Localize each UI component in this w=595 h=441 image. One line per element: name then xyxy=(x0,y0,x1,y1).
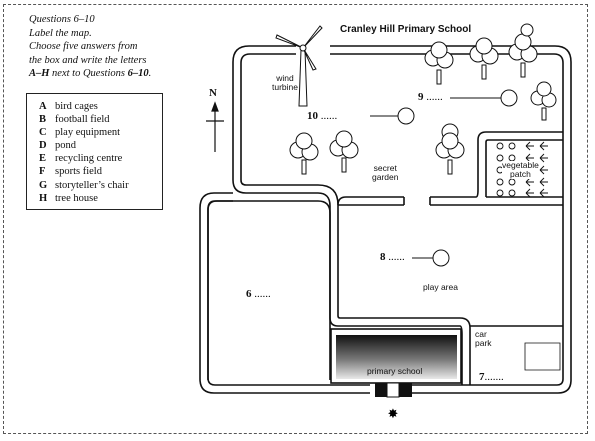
play-area-label: play area xyxy=(423,282,458,292)
option-letter: B xyxy=(39,114,47,126)
option-text: bird cages xyxy=(55,101,98,112)
label-line: wind xyxy=(276,73,294,83)
instructions-line: Choose five answers from xyxy=(29,41,138,52)
letters-range: A–H xyxy=(29,68,50,79)
wind-turbine-icon xyxy=(275,25,323,107)
tree-icon xyxy=(329,130,359,173)
label-line: garden xyxy=(372,172,399,182)
option-text: sports field xyxy=(55,166,102,178)
tree-icon xyxy=(424,41,454,85)
label-line: patch xyxy=(510,169,531,179)
trees xyxy=(289,23,557,175)
questions-range: 6–10 xyxy=(127,68,149,79)
compass xyxy=(206,101,224,152)
option-text: football field xyxy=(55,114,110,126)
answer-blank: ...... xyxy=(251,288,271,300)
instructions-heading: Questions 6–10 xyxy=(29,14,95,25)
option-text: play equipment xyxy=(55,127,121,139)
tree-icon xyxy=(508,23,538,78)
question-8-label: 8 ...... xyxy=(380,251,405,263)
option-letter: D xyxy=(39,140,47,152)
tree-icon xyxy=(289,132,319,175)
wind-turbine-label: wind turbine xyxy=(272,74,298,92)
car-park-label: car park xyxy=(475,330,492,348)
option-letter: G xyxy=(39,179,48,191)
primary-school-label: primary school xyxy=(367,366,423,376)
secret-garden-label: secret garden xyxy=(372,164,398,182)
tree-icon xyxy=(469,37,499,80)
question-9-label: 9 ...... xyxy=(418,91,443,103)
answer-blank: ...... xyxy=(423,91,443,103)
option-letter: F xyxy=(39,166,46,178)
entrance-star-icon: ✸ xyxy=(388,407,399,422)
label-line: park xyxy=(475,338,492,348)
option-text: pond xyxy=(55,140,76,152)
question-10-label: 10 ...... xyxy=(307,110,337,122)
option-letter: C xyxy=(39,127,47,139)
label-line: secret xyxy=(373,163,397,173)
question-7-label: 7....... xyxy=(479,371,504,383)
question-number: 8 xyxy=(380,251,386,263)
marker-10 xyxy=(397,107,415,125)
option-text: tree house xyxy=(55,192,98,204)
question-number: 7 xyxy=(479,371,485,383)
option-letter: A xyxy=(39,101,47,112)
question-number: 6 xyxy=(246,288,252,300)
tree-icon xyxy=(435,123,465,175)
answer-blank: ....... xyxy=(484,371,504,383)
marker-8 xyxy=(432,249,450,267)
instructions-text: next to Questions xyxy=(49,68,128,79)
label-line: turbine xyxy=(272,82,298,92)
primary-school-building: ✸ xyxy=(330,328,462,422)
instructions-line: the box and write the letters xyxy=(29,54,147,66)
instructions: Questions 6–10 Label the map. Choose fiv… xyxy=(29,13,214,81)
question-markers xyxy=(370,89,518,267)
vegetable-patch-label: vegetable patch xyxy=(502,161,539,179)
instructions-line: A–H next to Questions 6–10. xyxy=(29,67,214,81)
option-text: recycling centre xyxy=(55,153,123,165)
tree-icon xyxy=(530,81,557,121)
compass-north-label: N xyxy=(209,87,217,99)
map-title: Cranley Hill Primary School xyxy=(340,24,472,35)
instructions-line: Label the map. xyxy=(29,27,92,39)
option-letter: E xyxy=(39,153,47,165)
vegetable-patch-icon xyxy=(496,141,548,198)
option-letter: H xyxy=(39,192,48,204)
answer-blank: ...... xyxy=(385,251,405,263)
instructions-text: . xyxy=(148,68,152,79)
question-6-label: 6 ...... xyxy=(246,288,271,300)
question-number: 9 xyxy=(418,91,424,103)
middle-path xyxy=(232,131,563,327)
label-line: car xyxy=(475,329,487,339)
marker-9 xyxy=(500,89,518,107)
label-line: vegetable xyxy=(502,160,539,170)
answer-blank: ...... xyxy=(318,110,338,122)
option-text: storyteller’s chair xyxy=(55,179,129,191)
area-6-outline xyxy=(207,200,331,380)
page-frame xyxy=(3,4,588,434)
question-number: 10 xyxy=(307,110,318,122)
